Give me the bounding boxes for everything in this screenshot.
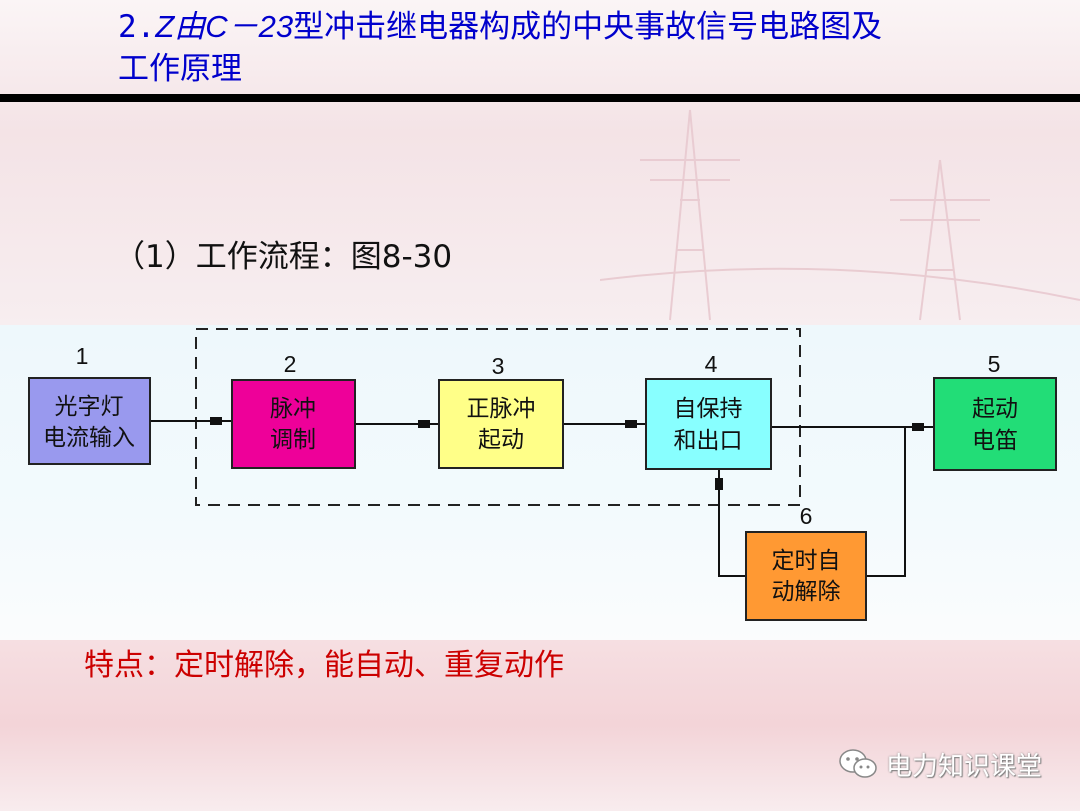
block-4-number: 4: [705, 351, 718, 377]
block-positive-pulse-start: 正脉冲 起动 3: [438, 353, 564, 469]
feature-summary: 特点：定时解除，能自动、重复动作: [84, 648, 564, 683]
block-1-line1: 光字灯: [55, 394, 124, 420]
block-5-line2: 电笛: [972, 428, 1018, 454]
block-3-number: 3: [492, 353, 505, 379]
block-5-number: 5: [988, 351, 1001, 377]
watermark-text: 电力知识课堂: [886, 751, 1043, 782]
arrow-marker: [418, 420, 430, 428]
connector-arrow-markers: [210, 417, 924, 490]
block-start-horn: 起动 电笛 5: [933, 351, 1057, 471]
wechat-icon: [839, 749, 877, 778]
block-timed-auto-release: 定时自 动解除 6: [745, 503, 867, 621]
arrow-marker: [912, 423, 924, 431]
connector-6-4: [718, 470, 746, 577]
title-relay-model: Z由C－23: [155, 9, 294, 44]
block-4-line1: 自保持: [674, 396, 743, 422]
block-1-line2: 电流输入: [43, 425, 135, 451]
page-title: 2.Z由C－23型冲击继电器构成的中央事故信号电路图及 工作原理: [118, 6, 1018, 90]
title-line2: 工作原理: [118, 51, 242, 87]
block-3-line2: 起动: [478, 427, 524, 453]
block-pulse-modulation: 脉冲 调制 2: [231, 351, 356, 469]
block-2-line1: 脉冲: [270, 396, 316, 422]
background-middle-band: [0, 325, 1080, 640]
block-self-hold-output: 自保持 和出口 4: [645, 351, 772, 470]
block-6-line2: 动解除: [772, 579, 841, 605]
block-3-line1: 正脉冲: [467, 396, 536, 422]
arrow-marker: [715, 478, 723, 490]
title-line1-rest: 型冲击继电器构成的中央事故信号电路图及: [293, 9, 883, 45]
block-2-number: 2: [284, 351, 297, 377]
connector-5-6: [866, 427, 906, 577]
block-light-current-input: 光字灯 电流输入 1: [28, 343, 151, 465]
dashed-boundary: [195, 328, 801, 506]
title-divider: [0, 94, 1080, 102]
background-top-band: [0, 0, 1080, 330]
workflow-subtitle: （1）工作流程：图8-30: [114, 239, 453, 275]
power-tower-background-icon: [600, 109, 1080, 321]
block-5-line1: 起动: [972, 396, 1018, 422]
block-2-line2: 调制: [270, 427, 316, 453]
block-1-number: 1: [76, 343, 89, 369]
background-bottom-band: [0, 640, 1080, 811]
block-6-number: 6: [800, 503, 813, 529]
arrow-marker: [210, 417, 222, 425]
block-6-line1: 定时自: [772, 548, 841, 574]
block-4-line2: 和出口: [674, 428, 743, 454]
watermark: 电力知识课堂: [838, 742, 1042, 786]
title-prefix: 2.: [118, 9, 156, 45]
arrow-marker: [625, 420, 637, 428]
